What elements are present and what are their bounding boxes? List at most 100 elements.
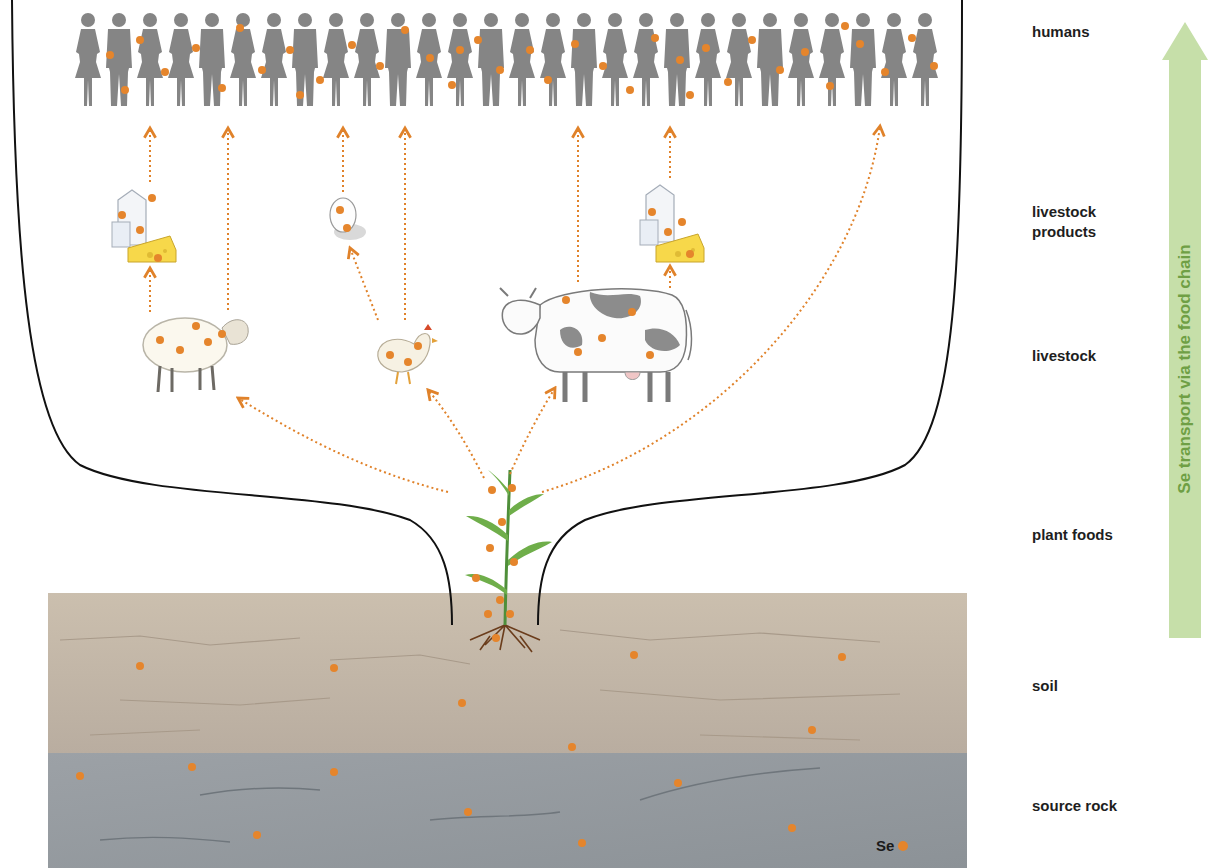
human-body	[199, 29, 225, 106]
cow-head	[502, 300, 540, 334]
selenium-dot	[808, 726, 816, 734]
human-silhouette	[385, 13, 411, 106]
selenium-dot	[401, 26, 409, 34]
human-silhouette	[881, 13, 907, 106]
selenium-dot	[841, 22, 849, 30]
human-silhouette	[106, 13, 132, 106]
transport-arrow	[510, 388, 555, 474]
transport-arrow	[577, 128, 579, 282]
cow-spots	[560, 292, 680, 351]
human-body	[788, 29, 814, 106]
chicken-comb	[424, 324, 432, 330]
selenium-dot	[646, 351, 654, 359]
human-body	[385, 29, 411, 106]
selenium-dot	[336, 206, 344, 214]
human-body	[633, 29, 659, 106]
selenium-dot	[188, 763, 196, 771]
funnel-outline	[538, 0, 962, 625]
selenium-dot	[161, 68, 169, 76]
plant-icon	[465, 470, 552, 652]
rock-lines	[100, 768, 820, 842]
selenium-dot	[856, 40, 864, 48]
human-head	[81, 13, 95, 27]
human-head	[887, 13, 901, 27]
human-silhouette	[509, 13, 535, 106]
human-body	[695, 29, 721, 106]
human-silhouette	[354, 13, 380, 106]
human-body	[75, 29, 101, 106]
human-head	[205, 13, 219, 27]
human-silhouette	[819, 13, 845, 106]
human-silhouette	[75, 13, 101, 106]
sheep-head	[222, 320, 248, 345]
human-silhouette	[850, 13, 876, 106]
human-body	[137, 29, 163, 106]
human-head	[515, 13, 529, 27]
human-body	[323, 29, 349, 106]
selenium-dot	[474, 36, 482, 44]
human-head	[174, 13, 188, 27]
human-head	[422, 13, 436, 27]
dairy-icon	[112, 190, 176, 262]
human-body	[850, 29, 876, 106]
cow-horns	[500, 288, 536, 298]
egg-icon	[330, 198, 366, 240]
human-body	[509, 29, 535, 106]
chicken-legs	[396, 372, 410, 384]
selenium-dot	[838, 653, 846, 661]
transport-arrow	[542, 126, 880, 492]
funnel-outline	[12, 0, 452, 625]
sheep-icon	[143, 318, 248, 392]
human-body	[540, 29, 566, 106]
transport-arrows	[150, 126, 880, 492]
selenium-dot	[930, 62, 938, 70]
human-head	[825, 13, 839, 27]
cow-body	[535, 289, 686, 372]
human-head	[608, 13, 622, 27]
human-head	[298, 13, 312, 27]
human-silhouette	[633, 13, 659, 106]
cheese-hole	[147, 252, 153, 258]
human-silhouette	[571, 13, 597, 106]
plant-leaves	[465, 470, 552, 595]
selenium-dot	[330, 664, 338, 672]
cow-tail	[686, 310, 692, 360]
human-silhouette	[664, 13, 690, 106]
human-silhouette	[726, 13, 752, 106]
selenium-dot	[908, 34, 916, 42]
selenium-dot	[571, 40, 579, 48]
milk-glass	[640, 220, 658, 245]
human-body	[571, 29, 597, 106]
selenium-dot	[118, 211, 126, 219]
sheep-body	[143, 318, 227, 372]
selenium-dot	[136, 662, 144, 670]
selenium-dot	[376, 62, 384, 70]
selenium-dot	[316, 76, 324, 84]
human-head	[794, 13, 808, 27]
human-head	[639, 13, 653, 27]
selenium-dot	[106, 51, 114, 59]
human-silhouette	[540, 13, 566, 106]
human-head	[732, 13, 746, 27]
human-head	[329, 13, 343, 27]
human-head	[391, 13, 405, 27]
selenium-dot	[544, 76, 552, 84]
human-body	[354, 29, 380, 106]
chicken-body	[378, 334, 430, 373]
transport-arrow	[404, 128, 406, 320]
human-silhouette	[447, 13, 473, 106]
selenium-dot	[343, 224, 351, 232]
human-silhouette	[261, 13, 287, 106]
chicken-icon	[378, 324, 438, 384]
selenium-dot	[562, 296, 570, 304]
arrow-fill	[1162, 22, 1208, 638]
cheese	[128, 236, 176, 262]
selenium-dot	[176, 346, 184, 354]
human-body	[819, 29, 845, 106]
selenium-dot	[404, 358, 412, 366]
selenium-dot	[628, 308, 636, 316]
selenium-dot	[136, 226, 144, 234]
transport-arrow	[342, 128, 344, 192]
selenium-dot	[776, 66, 784, 74]
human-head	[267, 13, 281, 27]
